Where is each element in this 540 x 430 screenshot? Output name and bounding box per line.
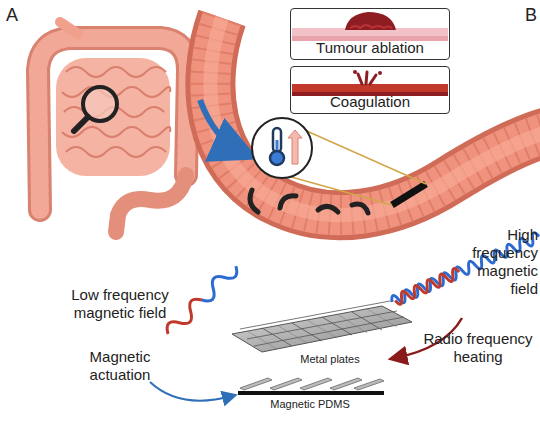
part-label: Magnetic PDMS xyxy=(250,398,370,411)
intestine-tube xyxy=(210,18,540,215)
temperature-callout xyxy=(252,118,426,205)
panel-title: Coagulation xyxy=(291,93,449,110)
colon-illustration xyxy=(38,22,188,232)
panel-title: Tumour ablation xyxy=(291,39,449,56)
low-frequency-wave xyxy=(163,261,241,339)
magnetic-pdms-strip xyxy=(238,378,384,395)
tissue-illustration xyxy=(292,12,448,96)
field-label: High frequency magnetic field xyxy=(464,226,538,298)
metal-plates xyxy=(232,301,412,352)
process-label: Magnetic actuation xyxy=(72,348,168,384)
process-label: Radio frequency heating xyxy=(416,330,540,366)
heating-device xyxy=(392,184,426,205)
panel-box: Tumour ablation xyxy=(290,8,450,60)
panel-box: Coagulation xyxy=(290,66,450,114)
motion-arrow xyxy=(200,100,242,152)
field-label: Low frequency magnetic field xyxy=(58,286,182,322)
panel-letter: A xyxy=(6,4,26,26)
panel-letter: B xyxy=(525,4,540,26)
actuation-arrow xyxy=(150,382,232,401)
part-label: Metal plates xyxy=(275,353,385,366)
